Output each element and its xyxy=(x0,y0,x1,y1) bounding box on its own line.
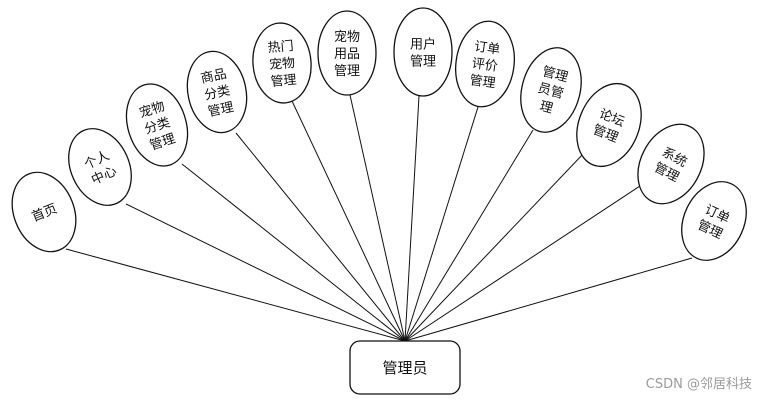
module-label-line: 评价 xyxy=(471,56,499,74)
module-node: 首页 xyxy=(11,171,77,253)
connector-line xyxy=(125,203,406,342)
module-label-line: 理 xyxy=(538,99,554,117)
module-ellipse xyxy=(317,10,377,96)
connector-line xyxy=(404,152,585,342)
module-ellipse xyxy=(455,20,515,108)
connector-line xyxy=(404,257,693,342)
module-ellipse xyxy=(393,7,453,97)
connector-line xyxy=(181,163,406,342)
connector-line xyxy=(65,248,406,342)
module-label-line: 管理 xyxy=(270,73,297,90)
module-ellipse xyxy=(186,50,248,134)
module-label-line: 宠物 xyxy=(137,98,167,121)
module-ellipse xyxy=(252,22,312,104)
module-ellipse xyxy=(576,82,642,168)
module-label-line: 宠物 xyxy=(268,55,295,73)
module-label-line: 用品 xyxy=(334,47,360,62)
connector-line xyxy=(404,129,534,342)
connector-lines xyxy=(65,94,693,342)
root-node: 管理员 xyxy=(349,340,461,395)
module-nodes: 首页个人中心宠物分类管理商品分类管理热门宠物管理宠物用品管理用户管理订单评价管理… xyxy=(11,7,747,261)
module-ellipse xyxy=(681,181,747,261)
connector-line xyxy=(404,106,479,342)
module-ellipse xyxy=(520,47,582,133)
module-label-line: 管理 xyxy=(410,55,436,70)
module-label-line: 商品 xyxy=(199,67,228,87)
connector-line xyxy=(404,183,644,342)
watermark: CSDN @邻居科技 xyxy=(646,377,752,392)
module-ellipse xyxy=(11,171,77,253)
module-label-line: 管理 xyxy=(469,73,497,91)
module-label-line: 用户 xyxy=(410,37,436,53)
connector-line xyxy=(291,100,406,342)
module-label-line: 管理 xyxy=(334,64,360,79)
module-ellipse xyxy=(68,128,132,206)
module-label-line: 热门 xyxy=(267,39,294,56)
connector-line xyxy=(349,94,406,342)
module-label-line: 宠物 xyxy=(334,29,360,45)
module-ellipse xyxy=(637,123,705,205)
root-node-label: 管理员 xyxy=(382,359,427,377)
connector-line xyxy=(235,132,406,342)
module-label-line: 分类 xyxy=(203,83,232,103)
module-label-line: 管理 xyxy=(541,64,570,85)
connector-line xyxy=(404,95,420,342)
module-label-line: 管理 xyxy=(207,100,236,120)
module-label-line: 员管 xyxy=(536,81,565,102)
module-label-line: 订单 xyxy=(473,39,501,57)
root-node-box xyxy=(349,340,461,395)
